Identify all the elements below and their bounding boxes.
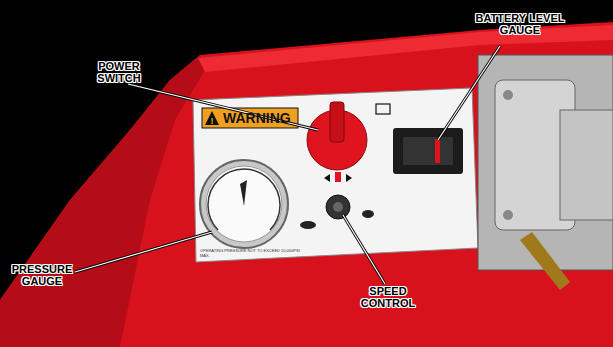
warning-text: WARNING (223, 109, 299, 127)
leader-line (128, 84, 318, 130)
coupler-sleeve (560, 110, 613, 220)
warning-fine-print: OPERATING PRESSURE NOT TO EXCEED 10,000P… (200, 248, 310, 258)
gauge-needle (240, 180, 247, 206)
leader-line-outline (128, 84, 318, 130)
panel-plate (193, 88, 478, 262)
warning-banner (202, 108, 298, 128)
callout-label: BATTERY LEVEL GAUGE (474, 12, 566, 36)
hose-coupler (478, 55, 613, 290)
power-knob-handle (330, 102, 344, 142)
leader-line-outline (343, 215, 385, 284)
leader-line (343, 215, 385, 284)
leader-lines (75, 46, 500, 284)
bolt (503, 210, 513, 220)
callout-label: POWER SWITCH (88, 60, 150, 84)
battery-gauge-housing (393, 128, 463, 174)
callout-label: SPEED CONTROL (355, 285, 421, 309)
rabbit-icon (362, 210, 374, 218)
turtle-icon (300, 221, 316, 229)
gauge-bezel (200, 160, 288, 248)
speed-knob (326, 195, 350, 219)
coupler-body (478, 55, 613, 270)
warning-triangle (205, 111, 219, 125)
leader-outlines (75, 46, 500, 284)
gauge-scale (208, 169, 280, 230)
leader-line (438, 46, 500, 140)
direction-indicator (335, 172, 341, 182)
battery-gauge-display (403, 137, 453, 165)
battery-icon (376, 104, 390, 114)
coupler-cap-strap (520, 232, 570, 290)
leader-line (75, 232, 212, 272)
bolt (503, 90, 513, 100)
battery-level-bar (435, 139, 440, 163)
speed-knob-center (333, 202, 343, 212)
gauge-face (206, 166, 282, 242)
housing (0, 22, 613, 347)
warning-mark: ! (211, 116, 214, 126)
housing-side (0, 55, 205, 347)
callout-label: PRESSURE GAUGE (8, 263, 76, 287)
leader-line-outline (438, 46, 500, 140)
leader-line-outline (75, 232, 212, 272)
